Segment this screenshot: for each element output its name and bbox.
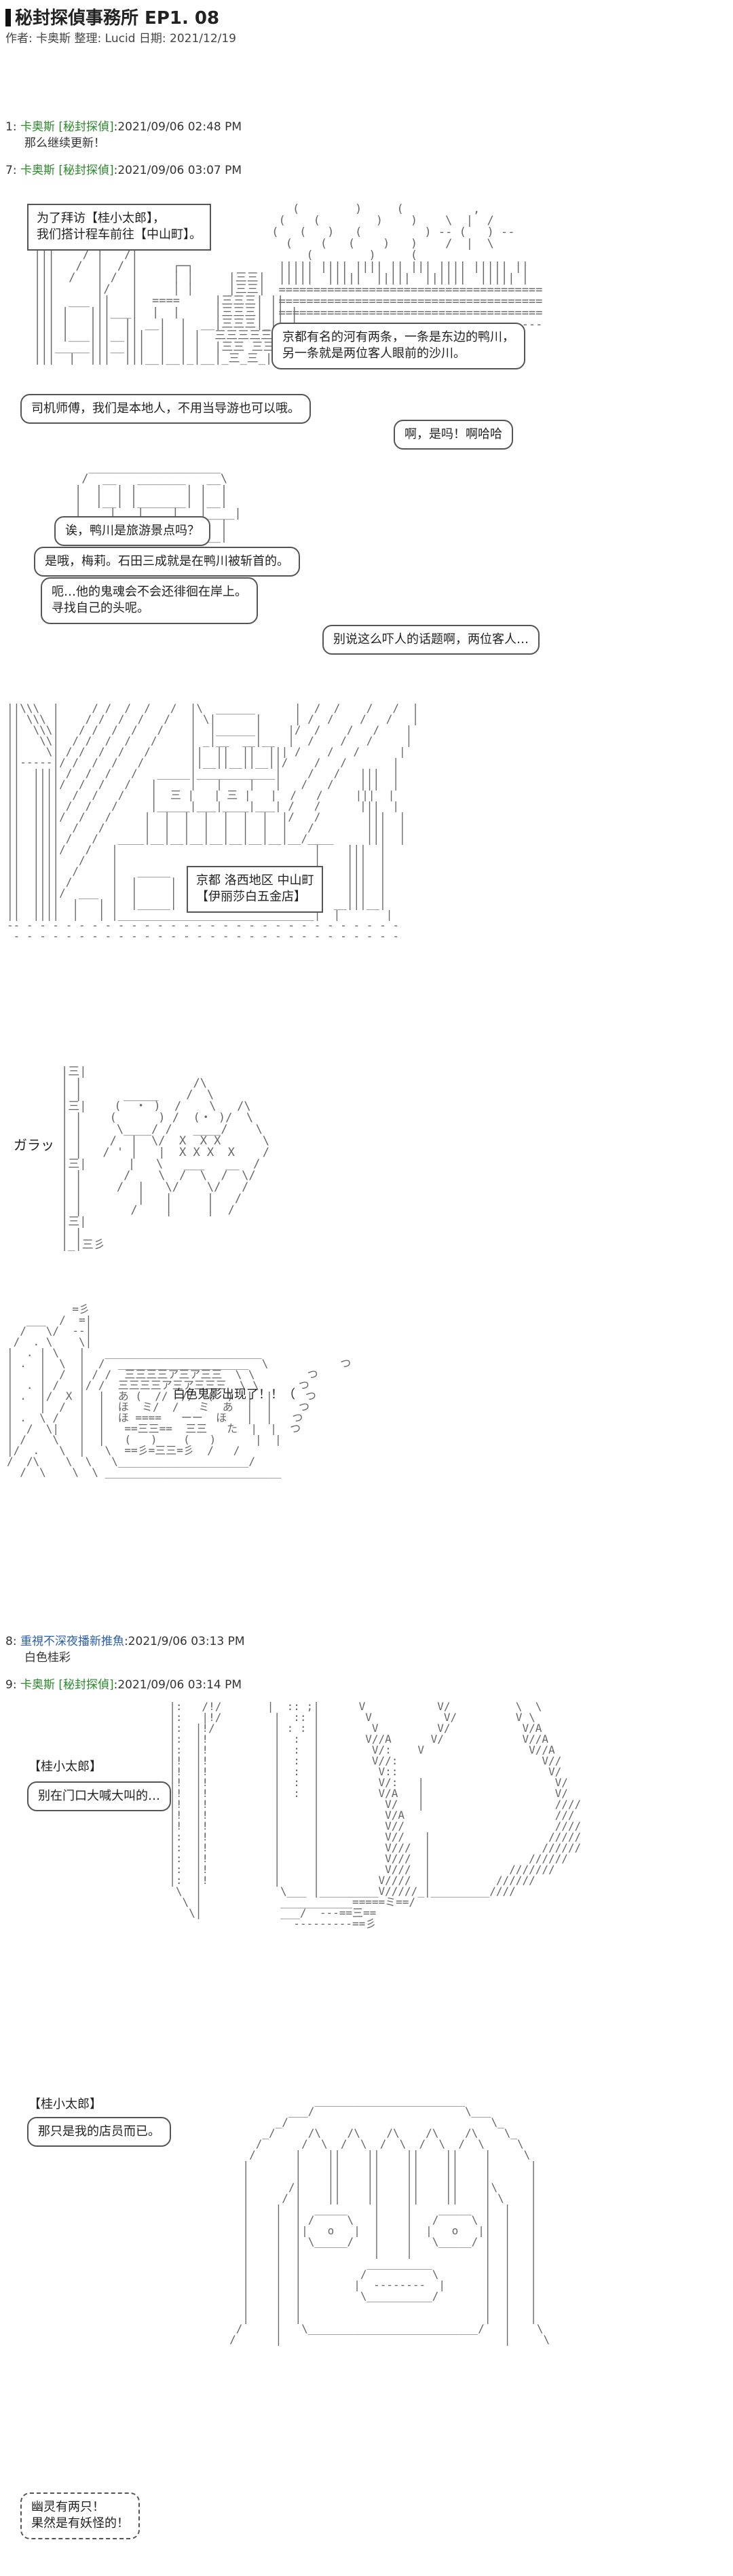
narration-box: 为了拜访【桂小太郎】， 我们搭计程车前往【中山町】。 [27,204,211,251]
post-number: 8: [5,1635,17,1648]
speaker-label: 【桂小太郎】 [29,1760,102,1774]
speech-line: 别说这么吓人的话题啊，两位客人… [333,632,529,647]
speech-bubble-katsura-1: 别在门口大喊大叫的… [27,1781,171,1812]
speech-line: 寻找自己的头呢。 [52,601,149,616]
speech-line: 别在门口大喊大叫的… [38,1789,160,1803]
post-author[interactable]: 卡奥斯 [20,120,55,134]
ascii-art-ghost-scene: =彡 ___ / =| / \/ --| / . \ \| | . | \ | … [7,1303,352,1479]
speech-bubble-driver-1: 京都有名的河有两条，一条是东边的鸭川， 另一条就是两位客人眼前的沙川。 [271,323,525,369]
ascii-art-face: _______________________ ___/ \___ _/ \_ … [229,2094,550,2346]
speech-bubble-passenger-4: 呃…他的鬼魂会不会还徘徊在岸上。 寻找自己的头呢。 [41,577,258,624]
post-number: 7: [5,164,17,177]
speech-line: 是哦，梅莉。石田三成就是在鸭川被斩首的。 [45,554,289,568]
ascii-art-door-figure: |三| | | /\ | | _____ / \ |三| ( ・ ) / \ /… [61,1065,270,1252]
panel-door: ガラッ |三| | | /\ | | _____ / \ |三| ( ・ ) /… [7,1066,482,1290]
speech-line: 京都有名的河有两条，一条是东边的鸭川， [282,330,514,344]
post-header-8: 8: 重視不深夜播新推魚:2021/9/06 03:13 PM [5,1631,245,1648]
panel-taxi-scene: | | /| ||| / | /| ||| / | / | ┌─┐ ||| / … [20,190,699,686]
caption-line: 为了拜访【桂小太郎】， [37,211,165,225]
panel-katsura-hair: |: /!/ | :: ;| V V/ \ \ |: |!/ | :: | V … [20,1701,699,2082]
post-author[interactable]: 重視不深夜播新推魚 [20,1635,124,1648]
post-time: :2021/09/06 03:14 PM [113,1678,242,1692]
post-author-tag: [秘封探偵] [58,1678,114,1692]
speech-line: 那只是我的店员而已。 [38,2124,160,2139]
panel-katsura-face: _______________________ ___/ \___ _/ \_ … [20,2095,699,2571]
ascii-art-sky-right: ( ) ( , ( ( ) ) \ | / ( ( ) ( ) -- ( ) -… [271,202,543,331]
ascii-art-buildings-left: | | /| ||| / | /| ||| / | / | ┌─┐ ||| / … [34,238,303,365]
speech-line: 幽灵有两只！ [31,2500,105,2514]
speech-bubble-passenger-1: 司机师傅，我们是本地人，不用当导游也可以哦。 [20,394,311,424]
page-meta: 作者: 卡奥斯 整理: Lucid 日期: 2021/12/19 [5,32,236,46]
post-author[interactable]: 卡奥斯 [20,1678,55,1692]
caption-line: 我们搭计程车前往【中山町】。 [37,228,202,242]
speech-line: 啊，是吗！啊哈哈 [405,427,502,441]
page-title: 秘封探偵事務所 EP1. 08 [5,4,219,29]
post-time: :2021/09/06 03:07 PM [113,164,242,177]
speech-bubble-driver-3: 别说这么吓人的话题啊，两位客人… [322,625,540,655]
speech-line: 呃…他的鬼魂会不会还徘徊在岸上。 [52,585,247,599]
post-author[interactable]: 卡奥斯 [20,164,55,177]
speech-bubble-driver-2: 啊，是吗！啊哈哈 [394,420,513,450]
location-line: 京都 洛西地区 中山町 [196,873,314,888]
panel-street: ||\\\ | / / / / / |\ ______ | / / / / | … [7,703,502,1056]
speech-bubble-passenger-3: 是哦，梅莉。石田三成就是在鸭川被斩首的。 [34,547,300,577]
ascii-art-city: ||\\\ | / / / / / |\ ______ | / / / / | … [7,702,419,943]
panel-ghost: =彡 ___ / =| / \/ --| / . \ \| | . | \ | … [7,1304,523,1623]
post-author-tag: [秘封探偵] [58,164,114,177]
post-body-8: 白色桂彩 [24,1651,71,1665]
ascii-art-long-hair: |: /!/ | :: ;| V V/ \ \ |: |!/ | :: | V … [169,1700,582,1930]
location-box: 京都 洛西地区 中山町 【伊丽莎白五金店】 [187,866,324,913]
title-text: 秘封探偵事務所 EP1. 08 [15,8,220,29]
speech-line: 诶，鸭川是旅游景点吗？ [65,524,200,538]
speaker-label: 【桂小太郎】 [29,2097,102,2111]
speech-bubble-shout: 幽灵有两只！ 果然是有妖怪的！ [20,2492,140,2539]
speech-line: 果然是有妖怪的！ [31,2516,129,2531]
post-header-9: 9: 卡奥斯 [秘封探偵]:2021/09/06 03:14 PM [5,1675,242,1692]
post-time: :2021/09/06 02:48 PM [113,120,242,134]
title-bar-decoration [5,9,11,26]
post-time: :2021/9/06 03:13 PM [124,1635,245,1648]
speech-line: 另一条就是两位客人眼前的沙川。 [282,346,466,361]
ghost-shout: 白色鬼影出现了！！（ [173,1387,295,1402]
post-header-1: 1: 卡奥斯 [秘封探偵]:2021/09/06 02:48 PM [5,117,242,134]
sound-effect: ガラッ [14,1137,54,1153]
post-body-1: 那么继续更新！ [24,137,105,150]
speech-bubble-katsura-2: 那只是我的店员而已。 [27,2117,171,2147]
post-number: 9: [5,1678,17,1692]
post-header-7: 7: 卡奥斯 [秘封探偵]:2021/09/06 03:07 PM [5,160,242,177]
speech-bubble-passenger-2: 诶，鸭川是旅游景点吗？ [54,516,210,547]
speech-line: 司机师傅，我们是本地人，不用当导游也可以哦。 [31,401,300,416]
post-author-tag: [秘封探偵] [58,120,114,134]
post-number: 1: [5,120,17,134]
location-line: 【伊丽莎白五金店】 [196,890,306,905]
